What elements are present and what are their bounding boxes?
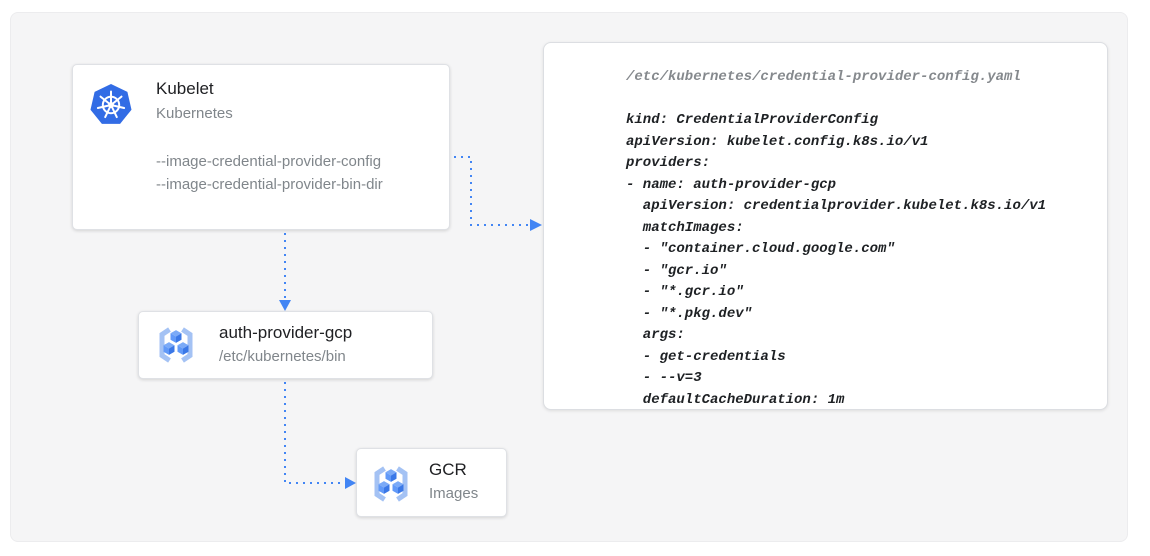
config-file-path: /etc/kubernetes/credential-provider-conf…	[626, 69, 1021, 85]
kubelet-title: Kubelet	[156, 79, 214, 98]
kubelet-flags: --image-credential-provider-config --ima…	[156, 150, 383, 196]
kubernetes-icon	[90, 84, 132, 124]
auth-provider-gcp-title: auth-provider-gcp	[219, 323, 353, 342]
config-yaml-code: kind: CredentialProviderConfig apiVersio…	[626, 112, 1047, 408]
gcr-subtitle: Images	[429, 485, 479, 502]
auth-provider-gcp-subtitle: /etc/kubernetes/bin	[219, 348, 346, 365]
kubelet-node-card: Kubelet Kubernetes --image-credential-pr…	[72, 64, 450, 230]
kubelet-subtitle: Kubernetes	[156, 105, 233, 122]
kubelet-flag-bin-dir: --image-credential-provider-bin-dir	[156, 176, 383, 193]
auth-provider-gcp-node-card: auth-provider-gcp /etc/kubernetes/bin	[138, 311, 433, 379]
credential-provider-config-panel: /etc/kubernetes/credential-provider-conf…	[543, 42, 1108, 410]
gcr-icon	[374, 466, 408, 502]
gcr-title: GCR	[429, 460, 467, 479]
gcr-icon	[159, 327, 193, 363]
gcr-node-card: GCR Images	[356, 448, 507, 517]
kubelet-flag-config: --image-credential-provider-config	[156, 153, 382, 170]
